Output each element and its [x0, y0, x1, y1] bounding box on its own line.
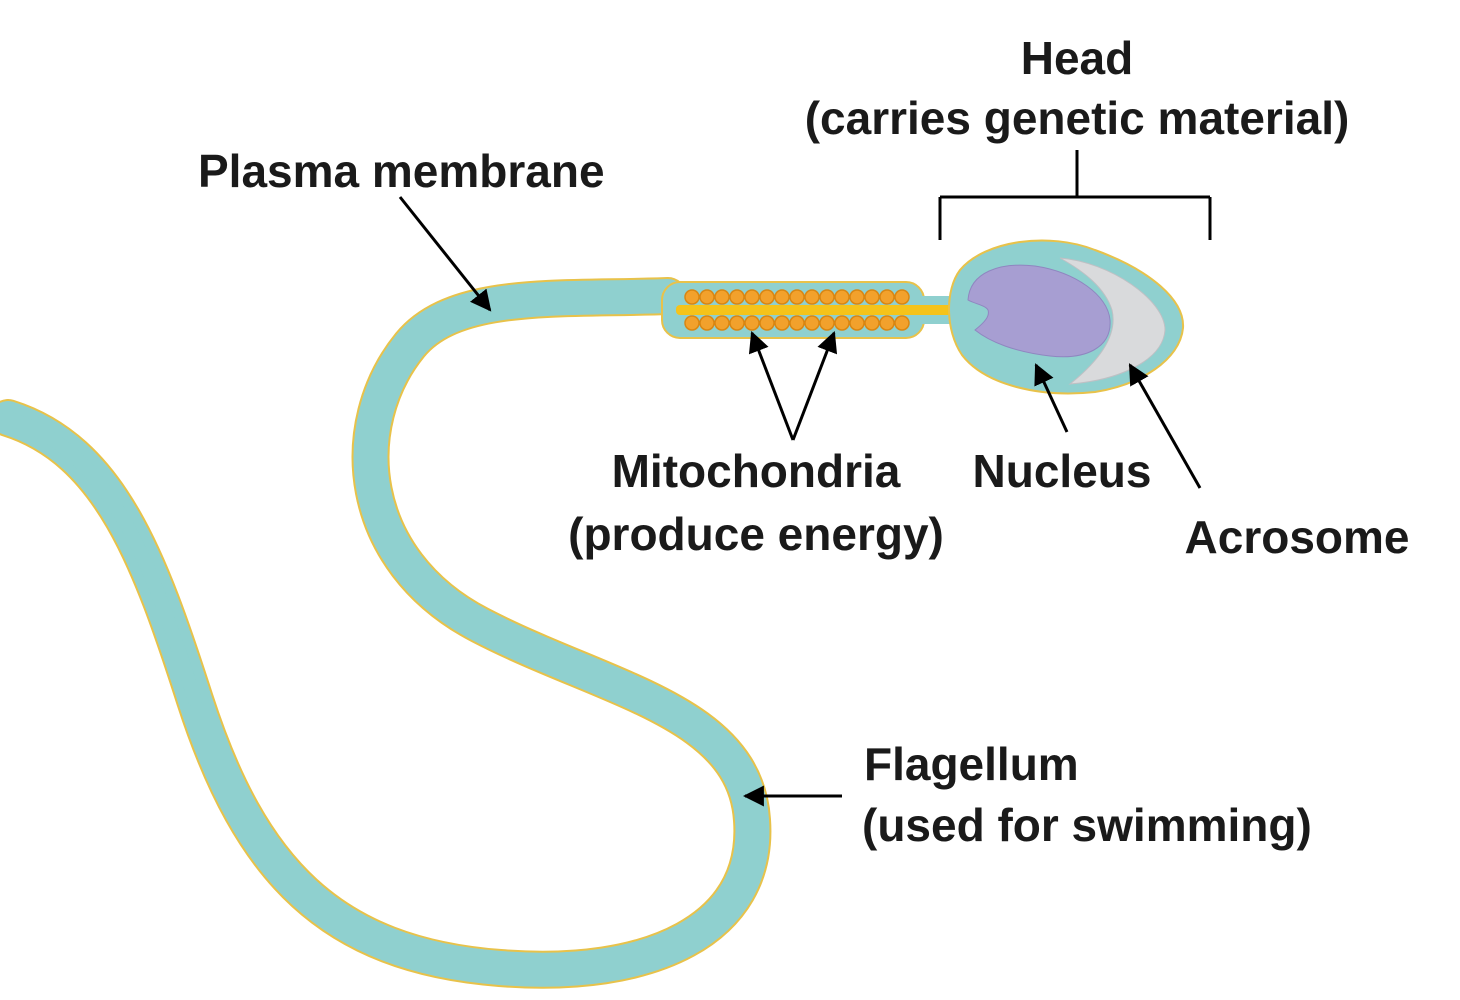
- nucleus-arrow: [1034, 363, 1069, 433]
- plasma-membrane-arrow: [398, 196, 492, 312]
- head-title-label: Head: [1021, 32, 1133, 84]
- nucleus-label: Nucleus: [973, 445, 1152, 497]
- flagellum-title-label: Flagellum: [864, 738, 1079, 790]
- axial-filament: [676, 305, 988, 315]
- head-bracket: [938, 150, 1212, 240]
- acrosome-label: Acrosome: [1185, 511, 1410, 563]
- mitochondria-title-label: Mitochondria: [612, 445, 901, 497]
- flagellum-body: [0, 279, 770, 987]
- nucleus-shape: [967, 264, 1111, 358]
- head-subtitle-label: (carries genetic material): [805, 92, 1350, 144]
- acrosome-arrow: [1128, 363, 1202, 489]
- midpiece: [661, 281, 988, 339]
- acrosome-shape: [1059, 257, 1166, 385]
- flagellum-subtitle-label: (used for swimming): [862, 799, 1312, 851]
- mitochondria-arrow-right: [791, 331, 838, 441]
- mitochondria-cluster: [684, 289, 910, 331]
- head-shape: [948, 239, 1185, 395]
- flagellum-shape: [0, 277, 772, 989]
- plasma-membrane-label: Plasma membrane: [198, 145, 605, 197]
- mitochondria-subtitle-label: (produce energy): [568, 508, 944, 560]
- mitochondria-arrow-left: [748, 331, 795, 441]
